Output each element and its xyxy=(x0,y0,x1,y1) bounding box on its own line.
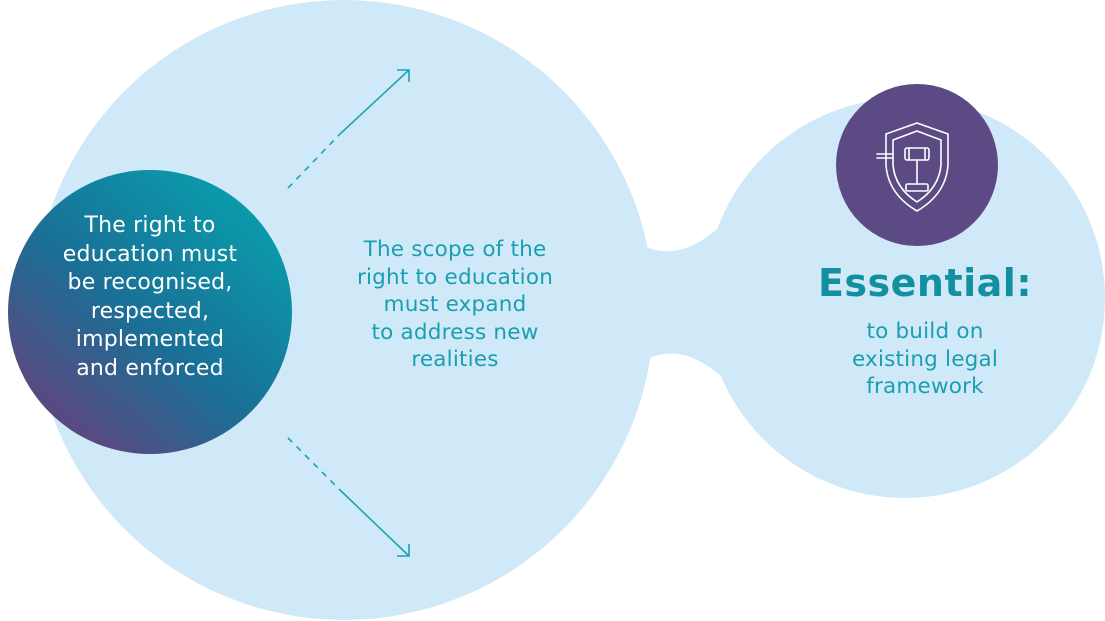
inner-line: respected, xyxy=(90,298,210,324)
arrow-up-right-icon xyxy=(287,69,410,189)
shield-gavel-icon xyxy=(876,122,949,212)
inner-circle-text: The right to education must be recognise… xyxy=(45,212,255,383)
scope-line: must expand xyxy=(383,292,527,317)
scope-line: The scope of the xyxy=(363,237,547,262)
inner-line: be recognised, xyxy=(67,270,233,295)
scope-text: The scope of the right to education must… xyxy=(325,236,585,374)
essential-line: to build on xyxy=(866,319,984,344)
arrow-down-right-icon xyxy=(287,437,410,557)
inner-line: and enforced xyxy=(76,355,224,381)
inner-line: implemented xyxy=(75,327,225,352)
inner-line: education must xyxy=(62,241,238,267)
inner-circle xyxy=(8,170,292,454)
essential-line: framework xyxy=(866,374,984,399)
right-bubble xyxy=(705,98,1105,498)
large-bubble xyxy=(34,0,654,620)
bubble-connector xyxy=(596,200,740,410)
scope-line: right to education xyxy=(356,264,554,290)
scope-line: realities xyxy=(411,347,499,372)
scope-line: to address new xyxy=(371,319,539,345)
essential-line: existing legal xyxy=(851,346,999,372)
inner-line: The right to xyxy=(84,213,216,238)
essential-title: Essential: xyxy=(817,261,1033,305)
essential-text: to build on existing legal framework xyxy=(790,318,1060,401)
